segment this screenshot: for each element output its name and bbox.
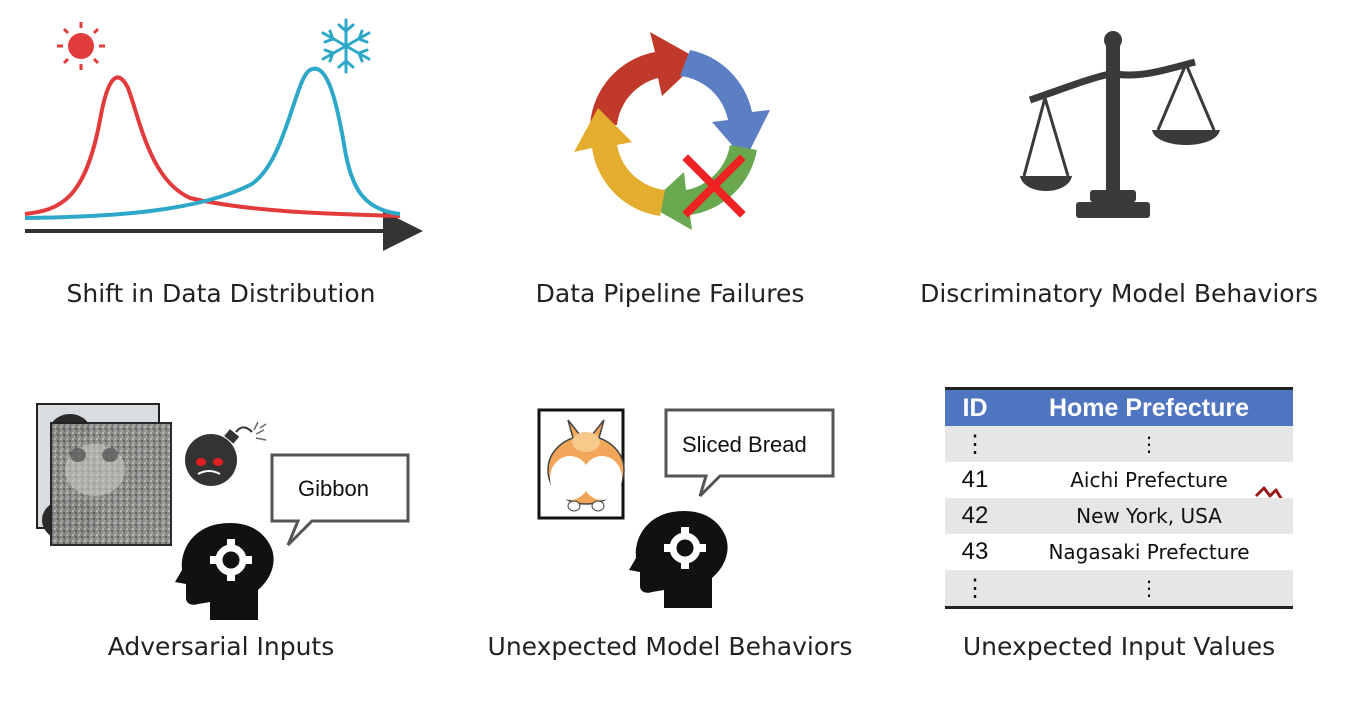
distribution-shift-diagram bbox=[24, 18, 423, 251]
input-values-table: ID Home Prefecture ⋮ ⋮ 41 Aichi Prefectu… bbox=[945, 387, 1293, 609]
sun-icon bbox=[57, 22, 105, 70]
bomb-icon bbox=[185, 421, 267, 486]
snowflake-icon bbox=[321, 18, 371, 74]
table-row: 43 Nagasaki Prefecture bbox=[945, 534, 1293, 570]
cell-id: ⋮ bbox=[945, 570, 1005, 609]
failure-x-icon bbox=[682, 154, 746, 218]
bubble-label-sliced-bread: Sliced Bread bbox=[682, 432, 807, 457]
caption-unexpected-input-values: Unexpected Input Values bbox=[962, 632, 1276, 661]
table-row: 41 Aichi Prefecture bbox=[945, 462, 1293, 498]
cell-prefecture: Aichi Prefecture bbox=[1070, 468, 1228, 492]
table-row: ⋮ ⋮ bbox=[945, 426, 1293, 462]
speech-bubble-sliced-bread bbox=[664, 408, 835, 498]
table-row: 42 New York, USA bbox=[945, 498, 1293, 534]
table-row: ⋮ ⋮ bbox=[945, 570, 1293, 609]
cell-id: 43 bbox=[961, 538, 989, 565]
corgi-icon bbox=[547, 419, 625, 512]
caption-data-pipeline-failures: Data Pipeline Failures bbox=[535, 279, 805, 308]
column-header-id: ID bbox=[945, 387, 1005, 426]
unexpected-behavior-diagram bbox=[537, 408, 835, 608]
caption-shift-in-data-distribution: Shift in Data Distribution bbox=[66, 279, 376, 308]
cell-id: 41 bbox=[961, 466, 989, 493]
balance-scale-icon bbox=[1020, 31, 1220, 218]
caption-discriminatory-model-behaviors: Discriminatory Model Behaviors bbox=[920, 279, 1318, 308]
bubble-label-gibbon: Gibbon bbox=[298, 476, 369, 501]
cell-id: 42 bbox=[945, 498, 1005, 534]
cold-distribution-curve bbox=[24, 66, 401, 220]
cell-prefecture: ⋮ bbox=[1005, 426, 1293, 462]
cell-prefecture: Nagasaki Prefecture bbox=[1048, 540, 1250, 564]
cycle-arrow-blue bbox=[680, 50, 770, 160]
speech-bubble-gibbon bbox=[270, 453, 410, 547]
cycle-arrow-red bbox=[590, 32, 700, 125]
table-header-row: ID Home Prefecture bbox=[945, 387, 1293, 426]
column-header-prefecture: Home Prefecture bbox=[1005, 387, 1293, 426]
cell-id: ⋮ bbox=[945, 426, 1005, 462]
warm-distribution-curve bbox=[24, 75, 401, 218]
caption-adversarial-inputs: Adversarial Inputs bbox=[107, 632, 335, 661]
head-gear-icon bbox=[175, 523, 274, 620]
adversarial-diagram bbox=[36, 403, 410, 620]
caption-unexpected-model-behaviors: Unexpected Model Behaviors bbox=[487, 632, 853, 661]
cycle-arrow-yellow bbox=[574, 108, 665, 216]
cell-prefecture: New York, USA bbox=[1005, 498, 1293, 534]
pipeline-cycle-diagram bbox=[574, 32, 770, 230]
cell-prefecture: ⋮ bbox=[1005, 570, 1293, 609]
head-gear-icon bbox=[629, 511, 728, 608]
